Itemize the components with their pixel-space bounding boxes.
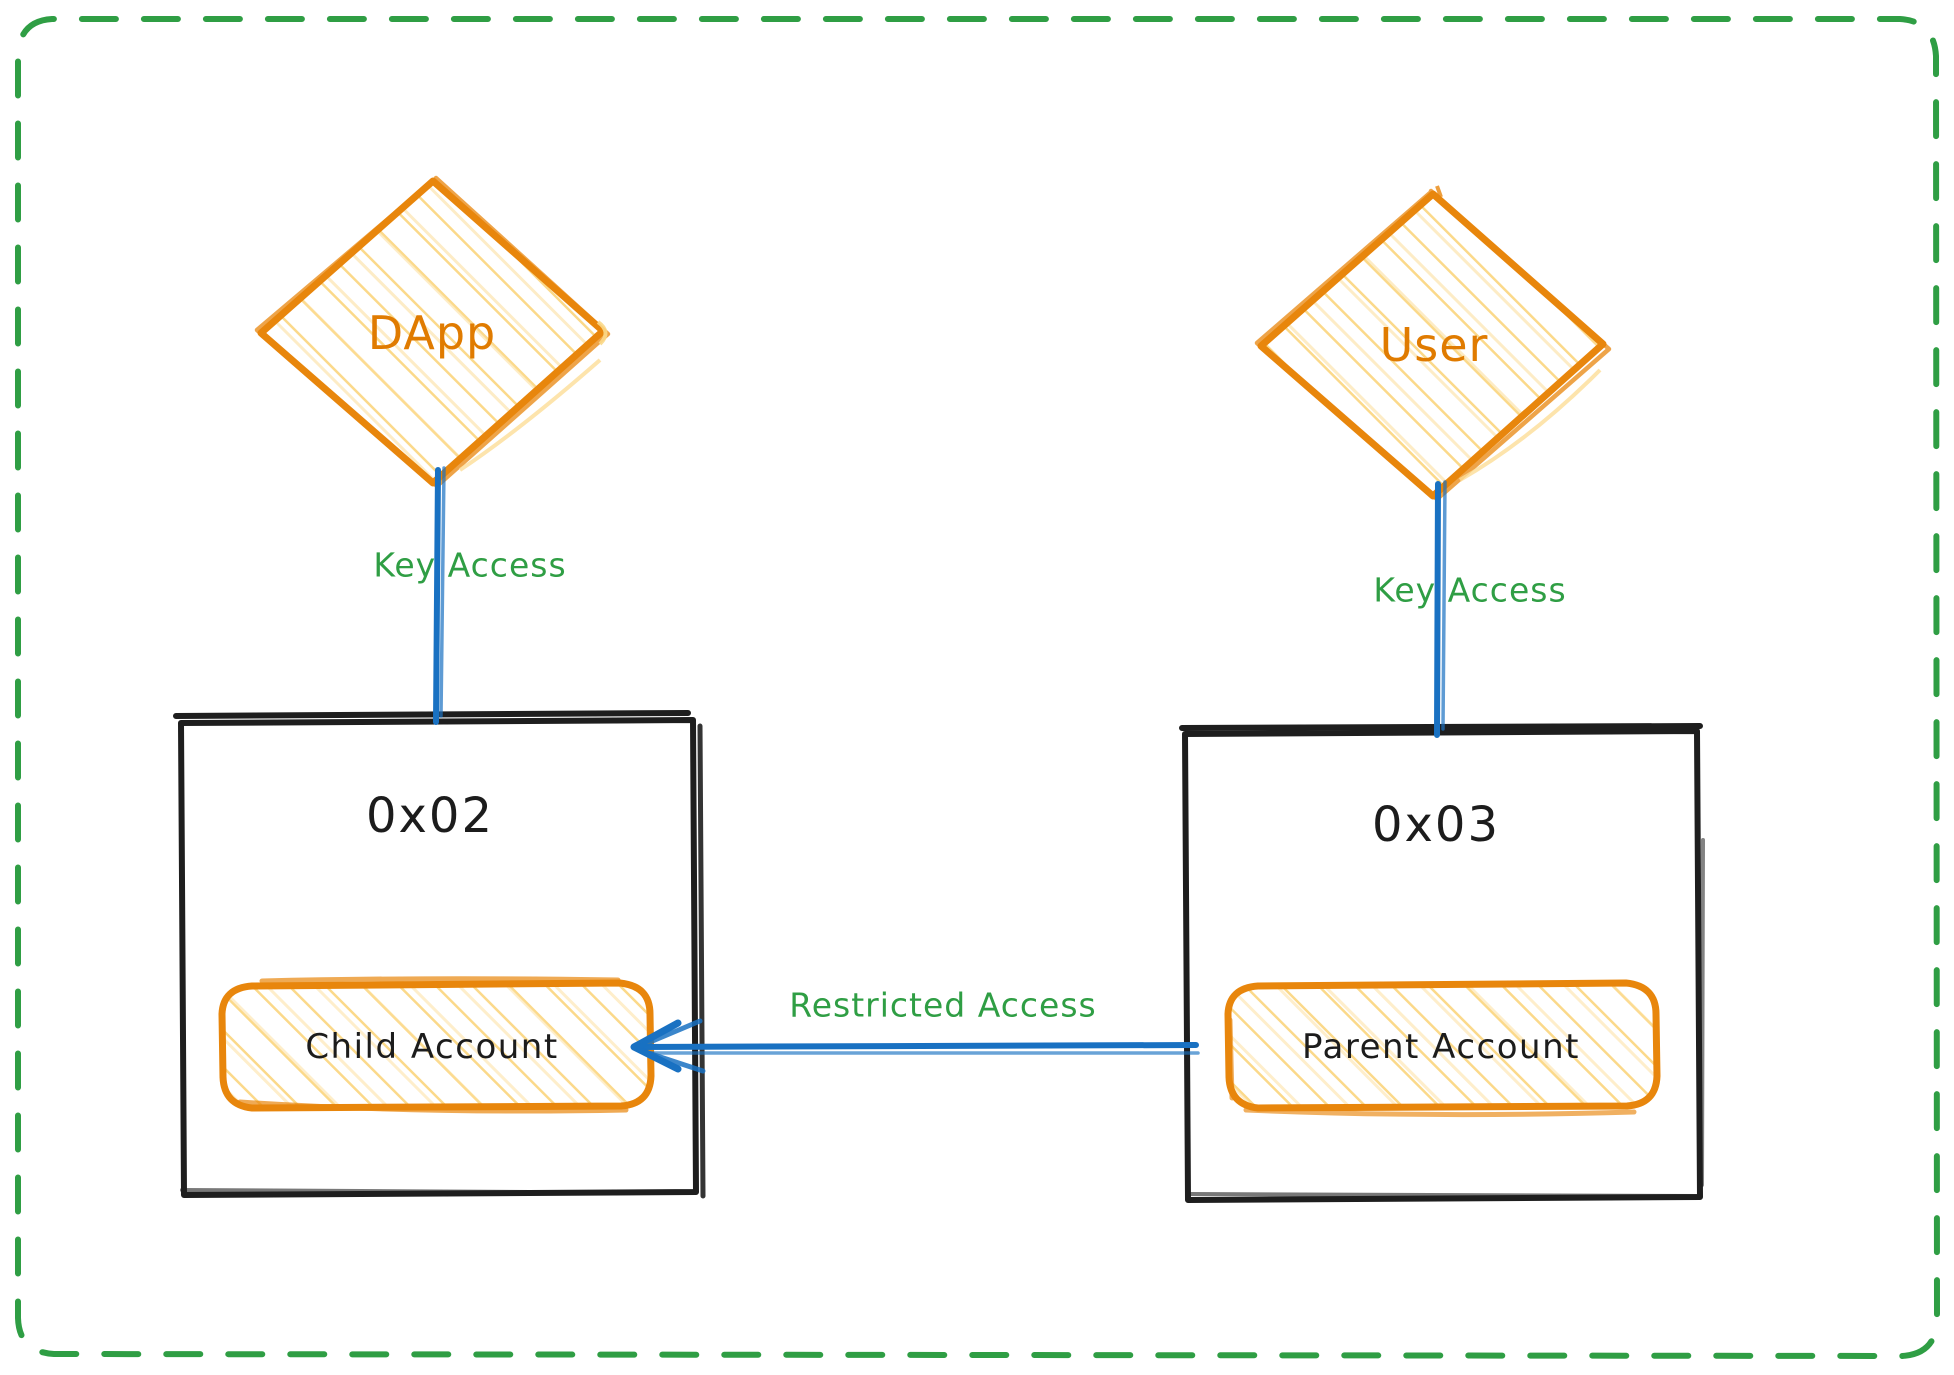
edge-dapp-to-child[interactable] <box>433 466 446 725</box>
node-user[interactable] <box>1250 183 1620 513</box>
edge-parent-to-child[interactable] <box>630 1018 1200 1074</box>
node-parent-account[interactable] <box>1216 975 1671 1118</box>
container-0x03[interactable] <box>1179 723 1705 1203</box>
node-dapp[interactable] <box>250 170 620 500</box>
node-child-account[interactable] <box>210 975 665 1115</box>
container-0x02[interactable] <box>173 710 706 1199</box>
edge-user-to-parent[interactable] <box>1434 480 1447 738</box>
dashed-boundary <box>15 16 1941 1360</box>
